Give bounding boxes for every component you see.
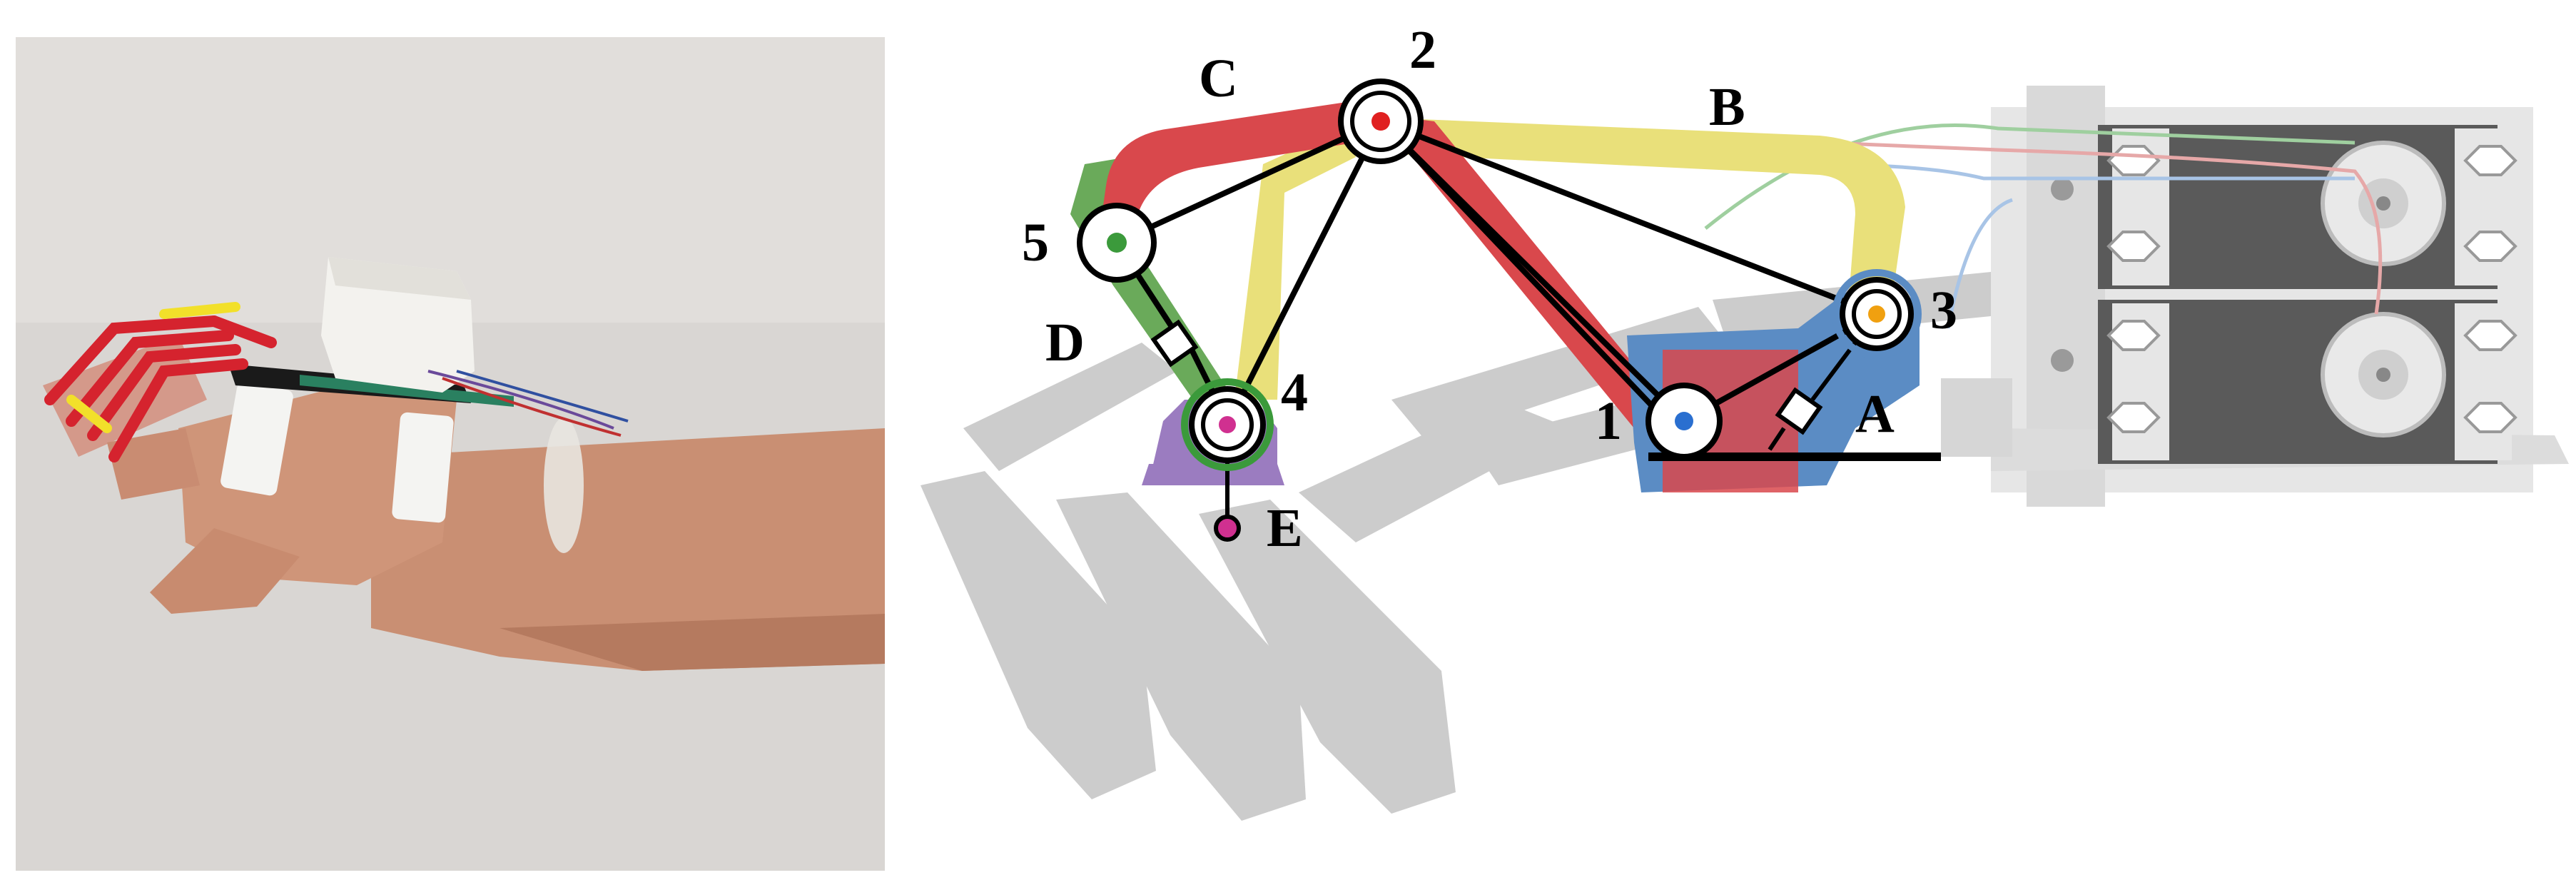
label-a: A xyxy=(1855,384,1895,444)
label-1: 1 xyxy=(1595,391,1622,451)
label-b: B xyxy=(1709,77,1745,137)
base-plate xyxy=(1142,464,1284,485)
hand-photo xyxy=(16,37,885,871)
mechanism-diagram: C 2 B 5 D 4 3 1 A E xyxy=(921,20,2569,821)
label-3: 3 xyxy=(1930,280,1957,340)
point-e xyxy=(1214,515,1241,542)
label-c: C xyxy=(1199,49,1238,108)
servo-housing xyxy=(1941,86,2569,507)
slider-a xyxy=(1775,387,1823,435)
label-d: D xyxy=(1045,313,1085,373)
label-4: 4 xyxy=(1281,363,1308,423)
label-e: E xyxy=(1267,498,1303,558)
label-5: 5 xyxy=(1022,213,1049,273)
link-c xyxy=(1099,96,1399,236)
joint-1 xyxy=(1646,383,1723,460)
joint-3 xyxy=(1832,269,1922,359)
link-b xyxy=(1384,118,1905,307)
slider-d xyxy=(1150,319,1199,368)
joint-2 xyxy=(1338,79,1424,164)
label-2: 2 xyxy=(1409,20,1436,80)
joint-4 xyxy=(1181,378,1274,471)
joint-5 xyxy=(1077,203,1157,283)
